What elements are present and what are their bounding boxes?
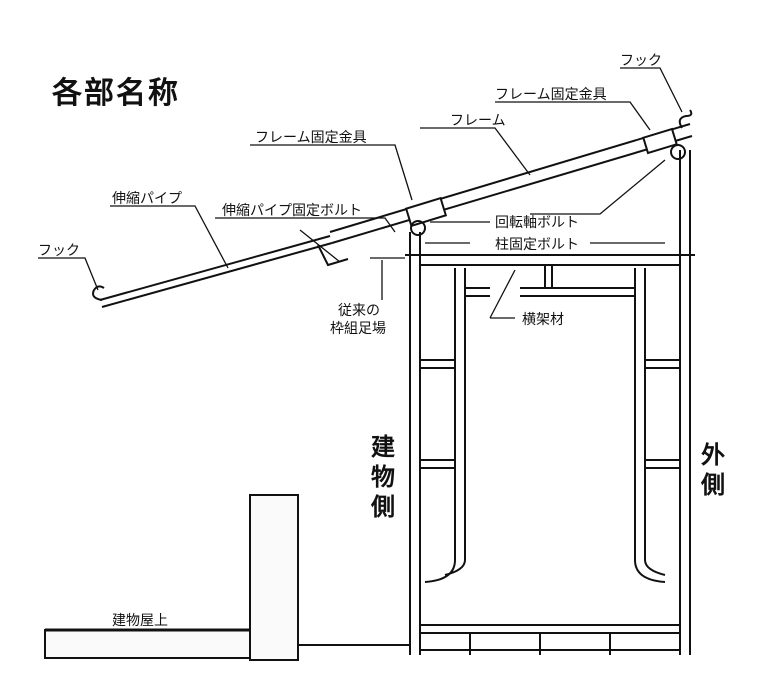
label-conventional-scaffold-2: 枠組足場 (330, 321, 386, 337)
label-hook-top: フック (620, 53, 662, 69)
label-pivot-bolt: 回転軸ボルト (495, 215, 579, 231)
label-frame: フレーム (450, 113, 506, 129)
label-conventional-scaffold-1: 従来の (338, 303, 380, 319)
frame-fixture-top (642, 127, 678, 155)
scaffold (405, 150, 695, 655)
building (44, 494, 410, 661)
label-frame-fixture-top: フレーム固定金具 (495, 87, 607, 103)
hook-top (678, 109, 693, 129)
label-crossbeam: 横架材 (522, 312, 564, 328)
frame (329, 123, 693, 244)
frame-fixture-mid (404, 196, 448, 228)
hook-left (92, 285, 105, 301)
pipe-bolt (317, 244, 349, 267)
leader-lines (38, 67, 683, 319)
label-outside: 外側 (701, 441, 725, 499)
label-hook-left: フック (38, 243, 80, 259)
label-column-bolt: 柱固定ボルト (495, 237, 579, 253)
label-frame-fixture-mid: フレーム固定金具 (255, 130, 367, 146)
label-telescopic-pipe-bolt: 伸縮パイプ固定ボルト (222, 203, 362, 219)
pivot-bolt (670, 144, 686, 160)
page-title: 各部名称 (52, 76, 180, 111)
label-building-side: 建物側 (371, 433, 395, 521)
label-telescopic-pipe: 伸縮パイプ (112, 191, 182, 207)
pivot-bolt-mid (410, 220, 426, 236)
label-rooftop: 建物屋上 (112, 613, 168, 629)
telescopic-pipe (99, 235, 333, 308)
